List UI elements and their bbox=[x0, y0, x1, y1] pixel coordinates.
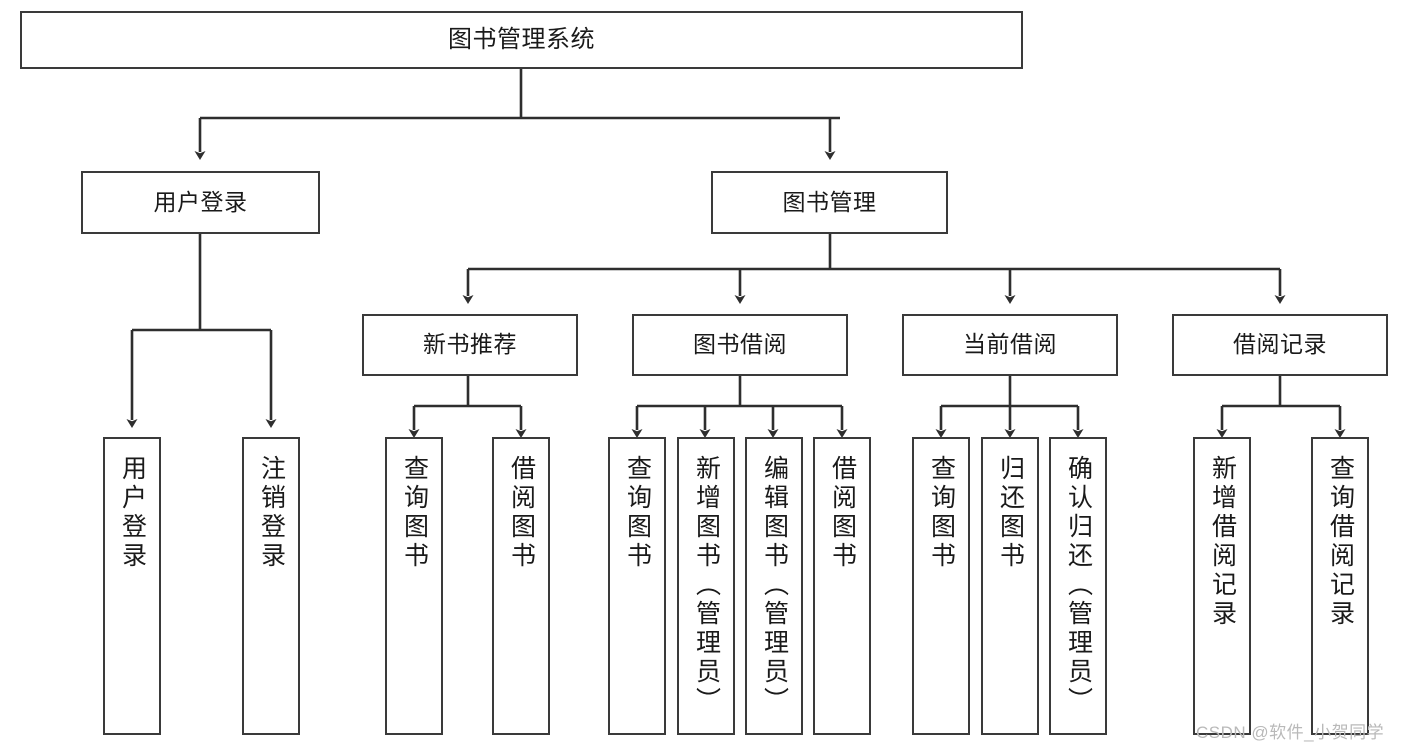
node-current-borrow-label: 当前借阅 bbox=[963, 331, 1057, 358]
node-book-management-label: 图书管理 bbox=[782, 188, 877, 215]
node-leaf-user-login[interactable]: 用户登录 bbox=[103, 437, 161, 735]
node-leaf-query-book-1-label: 查询图书 bbox=[400, 455, 429, 571]
node-leaf-add-record-label: 新增借阅记录 bbox=[1208, 455, 1237, 629]
node-borrow-record-label: 借阅记录 bbox=[1233, 331, 1327, 358]
node-leaf-confirm-return[interactable]: 确认归还（管理员） bbox=[1049, 437, 1107, 735]
node-leaf-edit-book[interactable]: 编辑图书（管理员） bbox=[745, 437, 803, 735]
node-leaf-query-book-2-label: 查询图书 bbox=[623, 455, 652, 571]
node-leaf-query-record-label: 查询借阅记录 bbox=[1326, 455, 1355, 629]
node-book-management[interactable]: 图书管理 bbox=[711, 171, 948, 234]
node-leaf-query-book-3-label: 查询图书 bbox=[927, 455, 956, 571]
node-leaf-query-book-2[interactable]: 查询图书 bbox=[608, 437, 666, 735]
node-book-borrow-label: 图书借阅 bbox=[693, 331, 787, 358]
node-leaf-add-book[interactable]: 新增图书（管理员） bbox=[677, 437, 735, 735]
node-leaf-add-record[interactable]: 新增借阅记录 bbox=[1193, 437, 1251, 735]
node-root[interactable]: 图书管理系统 bbox=[20, 11, 1023, 69]
node-leaf-return-book-label: 归还图书 bbox=[996, 455, 1025, 571]
node-leaf-borrow-book-1[interactable]: 借阅图书 bbox=[492, 437, 550, 735]
node-current-borrow[interactable]: 当前借阅 bbox=[902, 314, 1118, 376]
node-leaf-query-book-3[interactable]: 查询图书 bbox=[912, 437, 970, 735]
node-leaf-user-logout-label: 注销登录 bbox=[257, 455, 286, 571]
node-book-borrow[interactable]: 图书借阅 bbox=[632, 314, 848, 376]
node-leaf-borrow-book-1-label: 借阅图书 bbox=[507, 455, 536, 571]
node-leaf-confirm-return-label: 确认归还（管理员） bbox=[1064, 455, 1093, 716]
node-new-book-recommend[interactable]: 新书推荐 bbox=[362, 314, 578, 376]
csdn-watermark: CSDN @软件_小贺同学 bbox=[1196, 723, 1385, 742]
node-root-label: 图书管理系统 bbox=[448, 25, 595, 53]
node-new-book-recommend-label: 新书推荐 bbox=[423, 331, 517, 358]
node-leaf-edit-book-label: 编辑图书（管理员） bbox=[760, 455, 789, 716]
node-user-login[interactable]: 用户登录 bbox=[81, 171, 320, 234]
node-leaf-return-book[interactable]: 归还图书 bbox=[981, 437, 1039, 735]
node-leaf-query-record[interactable]: 查询借阅记录 bbox=[1311, 437, 1369, 735]
node-leaf-add-book-label: 新增图书（管理员） bbox=[692, 455, 721, 716]
node-leaf-borrow-book-2[interactable]: 借阅图书 bbox=[813, 437, 871, 735]
node-leaf-user-login-label: 用户登录 bbox=[118, 455, 147, 571]
node-leaf-query-book-1[interactable]: 查询图书 bbox=[385, 437, 443, 735]
node-borrow-record[interactable]: 借阅记录 bbox=[1172, 314, 1388, 376]
node-leaf-borrow-book-2-label: 借阅图书 bbox=[828, 455, 857, 571]
node-user-login-label: 用户登录 bbox=[153, 188, 248, 215]
node-leaf-user-logout[interactable]: 注销登录 bbox=[242, 437, 300, 735]
